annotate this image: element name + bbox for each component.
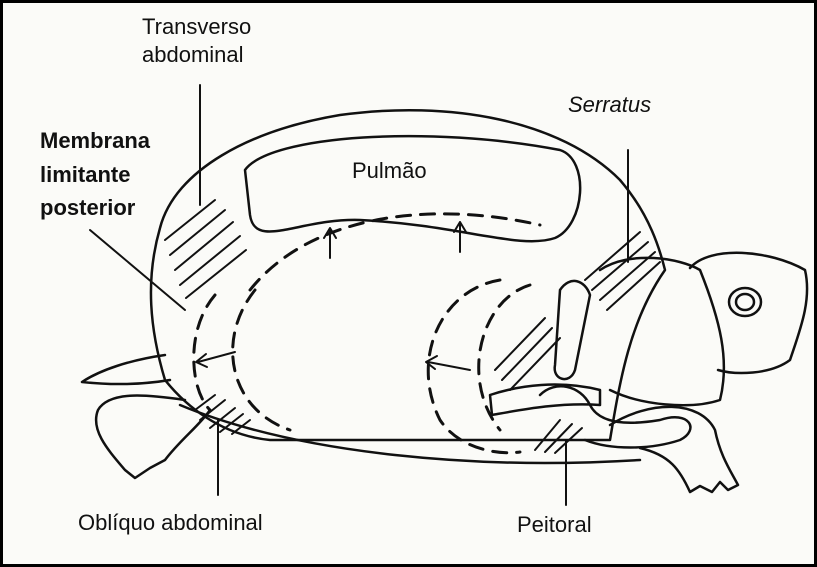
peitoral-muscle-hatch — [535, 420, 582, 453]
label-membrana-line1: Membrana — [40, 128, 150, 154]
label-serratus: Serratus — [568, 92, 651, 118]
serratus-lower-hatch — [495, 318, 560, 390]
transverso-muscle-hatch — [165, 200, 246, 298]
label-membrana-line3: posterior — [40, 195, 135, 221]
label-transverso-line2: abdominal — [142, 42, 244, 68]
label-membrana-line2: limitante — [40, 162, 130, 188]
label-obliquo: Oblíquo abdominal — [78, 510, 263, 536]
label-pulmao: Pulmão — [352, 158, 427, 184]
scapula — [555, 281, 590, 379]
front-leg — [610, 407, 738, 492]
head — [690, 253, 807, 373]
label-peitoral: Peitoral — [517, 512, 592, 538]
plastron-line — [180, 405, 640, 463]
eye — [729, 288, 761, 316]
tail — [82, 355, 170, 384]
neck — [600, 258, 724, 405]
arrows — [196, 222, 470, 370]
label-transverso-line1: Transverso — [142, 14, 251, 40]
lung-outline — [245, 136, 580, 241]
membrana-leader — [90, 230, 185, 310]
eye-inner — [736, 294, 754, 310]
coracoid — [490, 385, 600, 415]
